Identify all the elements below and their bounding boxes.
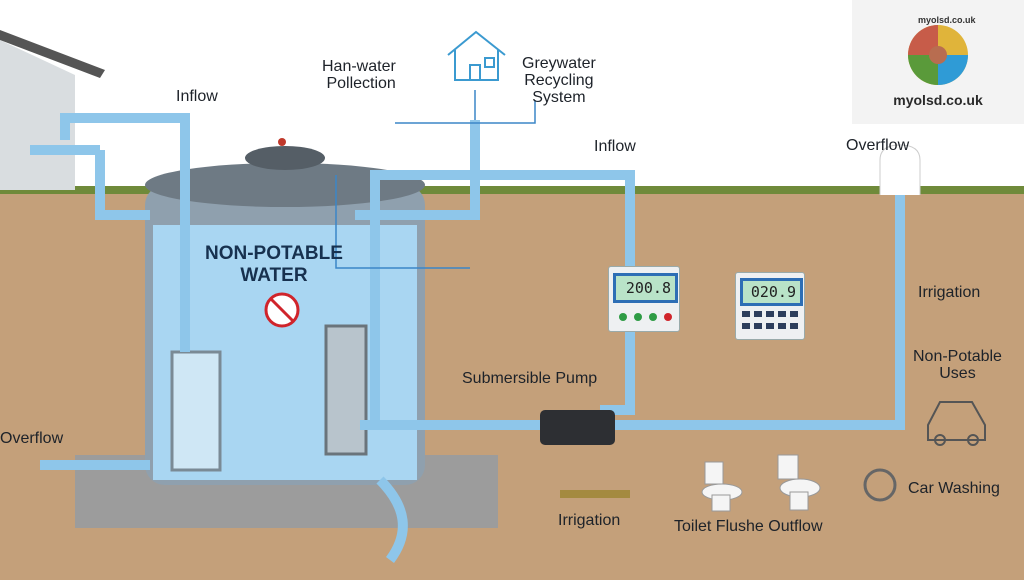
overflow-vent — [879, 144, 921, 195]
meter-readout-right: 020.9 — [740, 278, 803, 306]
inflow-pipe — [60, 113, 190, 352]
house-roof — [0, 30, 105, 78]
label-inflow-left: Inflow — [176, 88, 218, 105]
label-irrigation-bottom: Irrigation — [558, 512, 621, 529]
hose-icon — [863, 468, 897, 502]
submersible-pump — [540, 410, 615, 445]
label-overflow-top: Overflow — [846, 137, 910, 154]
meter-readout-left: 200.8 — [613, 273, 678, 303]
label-non-potable-uses: Non-Potable Uses — [913, 348, 1002, 382]
flow-meter-left: 200.8 — [608, 266, 680, 332]
label-greywater: Greywater Recycling System — [522, 55, 596, 106]
myolsd-logo[interactable]: myolsd.co.uk myolsd.co.uk — [852, 0, 1024, 124]
label-irrigation-right: Irrigation — [918, 284, 981, 301]
house-icon — [447, 30, 506, 81]
car-icon — [927, 401, 986, 446]
inflow-right-pipe — [370, 170, 635, 425]
label-inflow-right: Inflow — [594, 138, 636, 155]
label-rain-collection: Han-water Pollection — [322, 58, 396, 92]
toilet-icons — [701, 454, 821, 512]
logo-name: myolsd.co.uk — [893, 92, 983, 108]
meter-buttons — [619, 313, 672, 321]
tank-lid — [145, 163, 425, 207]
pipes — [30, 113, 905, 563]
label-car-washing: Car Washing — [908, 480, 1000, 497]
inlet-filter — [170, 350, 222, 472]
pump-filter — [324, 324, 368, 456]
tank-hatch — [245, 146, 325, 170]
flow-lines — [335, 90, 536, 269]
label-overflow-left: Overflow — [0, 430, 64, 447]
label-submersible-pump: Submersible Pump — [462, 370, 598, 387]
label-toilet: Toilet Flushe Outflow — [674, 518, 823, 535]
outflow-stream — [376, 476, 408, 563]
tank-title: NON-POTABLE WATER — [205, 243, 343, 286]
irrigation-bed — [560, 490, 630, 498]
grass — [0, 186, 1024, 194]
controller-keypad — [742, 311, 798, 329]
logo-arc-text: myolsd.co.uk — [918, 15, 976, 25]
logo-emblem — [908, 25, 968, 85]
controller-right: 020.9 — [735, 272, 805, 340]
